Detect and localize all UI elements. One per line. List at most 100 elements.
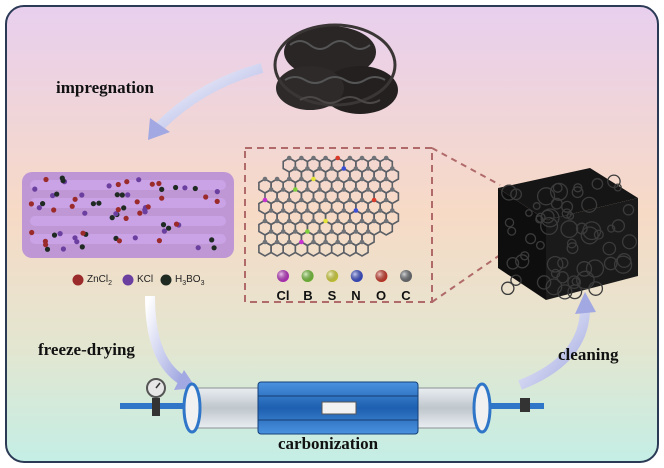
lattice-atom [341,187,347,192]
lattice-atom [323,155,328,161]
cube-pore [607,224,616,233]
cube-pore [536,275,552,290]
lattice-atom [353,187,359,192]
lattice-atom [353,208,359,213]
precursor-particle [214,198,220,204]
impregnation-arrow [154,63,264,132]
precursor-particle [142,209,148,215]
cleaning-arrow [518,307,590,390]
precursor-particle [124,179,130,185]
cube-pore [622,204,635,216]
lattice-atom [317,208,322,213]
cube-pore [550,197,563,210]
kcl-legend-label: KCl [137,274,154,285]
cube-pore [504,217,515,228]
precursor-particle [72,196,78,202]
lattice-atom [371,176,377,182]
precursor-particle [113,211,119,217]
lattice-atom [347,155,353,161]
precursor-particle [161,228,167,234]
carbonization-label: carbonization [278,434,379,453]
precursor-particle [156,238,162,244]
precursor-particle [51,207,57,213]
cube-pore [532,202,541,210]
impregnation-label: impregnation [56,78,154,97]
lattice-atom [329,166,335,171]
lattice-atom [274,197,280,203]
impregnated-sponge-slab [22,172,234,258]
precursor-particle [69,203,75,209]
lattice-atom [377,166,383,171]
cube-pore [556,271,569,284]
cube-pore [546,255,564,273]
lattice-atom [286,239,292,245]
element-dot-shine [301,270,314,282]
precursor-particle [43,242,49,248]
cube-pore [535,240,545,250]
precursor-particle [74,239,80,245]
lattice-atom [280,187,286,192]
lattice-atom [365,229,371,234]
lattice-atom [359,155,365,161]
lattice-atom [274,239,280,245]
cube-pore [571,277,581,286]
lattice-atom [383,197,389,203]
lattice-atom [268,208,274,213]
precursor-particle [149,181,155,187]
precursor-particle [159,195,165,201]
lattice-atom [305,208,310,213]
lattice-atom [390,208,395,213]
element-dot-shine [350,270,363,282]
kcl-legend-dot [122,274,134,286]
lattice-atom [274,176,280,182]
precursor-particle [43,176,49,183]
zncl2-legend-dot [72,274,84,286]
sample-boat [321,401,357,415]
lattice-atom [262,218,268,224]
cube-pore [603,256,618,271]
carbonized-sponge-image [273,23,398,114]
cube-pore [588,281,604,296]
lattice-atom [305,187,310,192]
lattice-atom [323,176,328,182]
lattice-atom [335,155,341,161]
lattice-hexagon [355,241,369,257]
cube-pore [525,233,537,245]
precursor-particle [40,201,46,207]
lattice-atom [299,197,304,203]
lattice-atom [365,187,371,192]
precursor-particle [195,245,201,251]
lattice-atom [323,218,328,224]
precursor-particle [173,221,180,227]
lattice-atom [335,218,341,224]
lattice-atom [299,155,304,161]
precursor-particle [57,231,63,237]
precursor-particle [125,192,131,198]
cube-pore [540,216,559,236]
valve-icon [520,398,530,412]
lattice-atom [377,187,383,192]
element-dot-shine [375,270,388,282]
cube-pore [567,275,581,290]
cube-pore [560,220,579,239]
lattice-atom [335,239,341,245]
cube-pore [507,226,517,236]
precursor-particle [192,185,198,192]
element-dot-shine [400,270,412,282]
lattice-atom [286,197,292,203]
precursor-particle [79,244,85,250]
cube-pore [576,270,595,290]
lattice-atom [341,208,347,213]
cube-pore [545,278,563,296]
lattice-atom [311,218,316,224]
element-dot-shine [326,270,339,282]
precursor-particle [182,185,188,191]
precursor-particle [134,199,140,205]
cube-pore [501,281,515,296]
precursor-particle [28,201,34,207]
lattice-atom [347,239,353,245]
porous-carbon-cube [498,168,638,300]
precursor-particle [80,230,86,236]
cube-pore [566,238,577,249]
